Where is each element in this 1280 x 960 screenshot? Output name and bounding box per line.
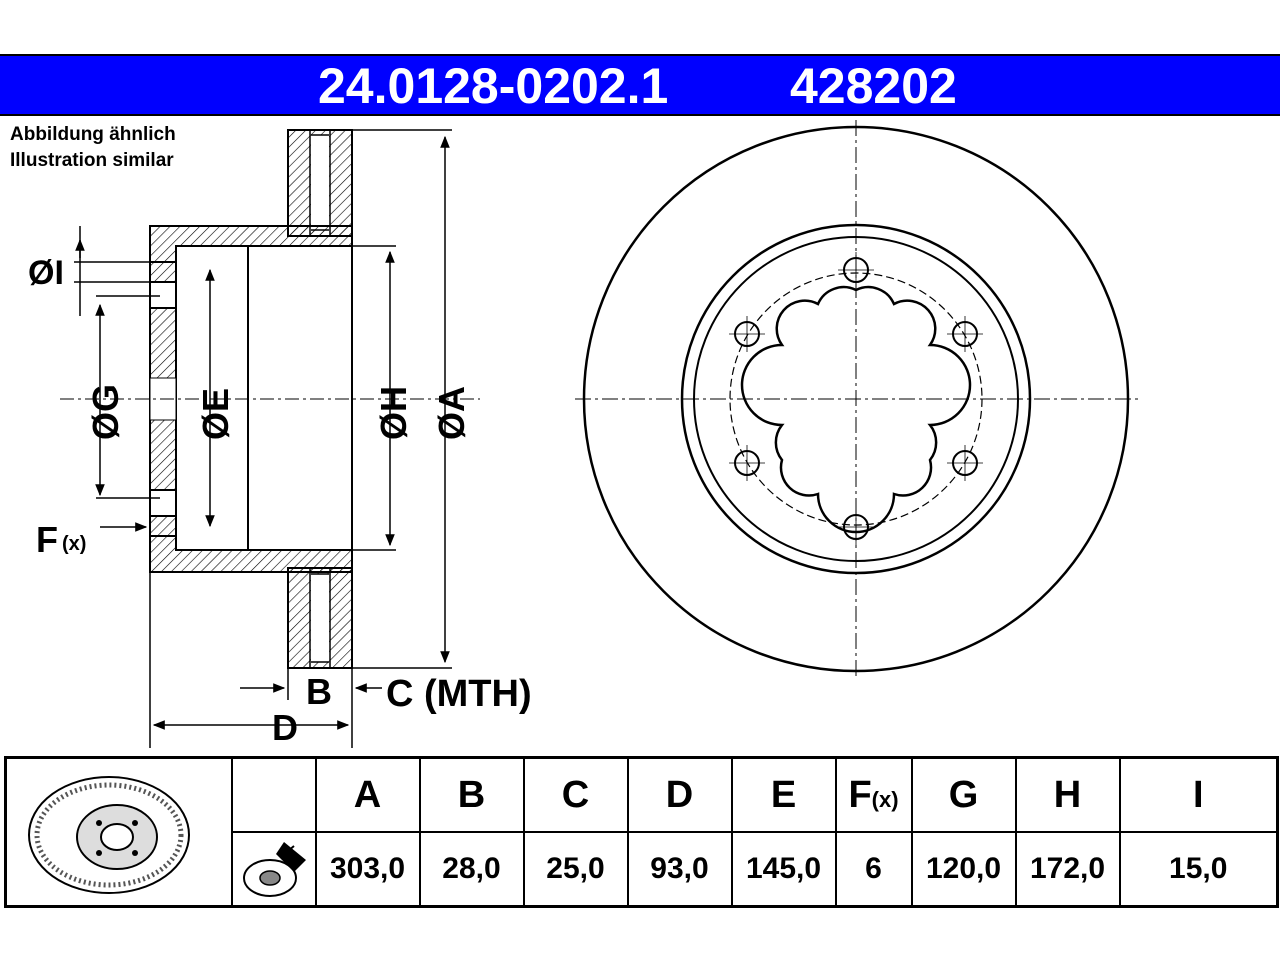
col-header-d: D [626, 756, 733, 833]
value-a: 303,0 [314, 831, 421, 908]
disc-thumbnail-cell [4, 756, 233, 908]
col-header-g: G [910, 756, 1017, 833]
spacer-cell [231, 756, 317, 832]
reference-number: 428202 [790, 58, 957, 114]
label-dia-a: ØA [431, 386, 472, 440]
illustration-note: Abbildung ähnlich Illustration similar [10, 122, 176, 174]
value-g: 120,0 [910, 831, 1017, 908]
value-i: 15,0 [1118, 831, 1279, 908]
brake-disc-icon [27, 775, 190, 894]
value-h: 172,0 [1014, 831, 1121, 908]
side-section-view [149, 129, 353, 669]
title-bar: 24.0128-0202.1 428202 [0, 54, 1280, 116]
caption-english: Illustration similar [10, 150, 174, 171]
col-header-f-letter: F [848, 773, 872, 816]
value-f: 6 [834, 831, 913, 908]
value-d: 93,0 [626, 831, 733, 908]
part-number: 24.0128-0202.1 [318, 58, 669, 114]
col-header-a: A [314, 756, 421, 833]
dimension-lines [74, 129, 452, 748]
caption-german: Abbildung ähnlich [10, 124, 176, 145]
label-f-sub: (x) [62, 533, 86, 555]
label-f: F [36, 519, 58, 560]
label-dia-i: ØI [28, 254, 64, 292]
col-header-f: F(x) [834, 756, 913, 833]
col-header-b: B [418, 756, 525, 833]
value-b: 28,0 [418, 831, 525, 908]
dimension-label-group: ØI ØG ØE ØH ØA F (x) B C (MTH) D [28, 254, 532, 748]
torque-icon-cell [230, 831, 317, 908]
value-e: 145,0 [730, 831, 837, 908]
col-header-c: C [522, 756, 629, 833]
caliper-bolt-icon [242, 841, 306, 897]
col-header-e: E [730, 756, 837, 833]
hat-inner-edge [693, 236, 1019, 562]
hat-outer-edge [680, 223, 1032, 575]
spec-table: A B C D E F(x) G H I 303,0 28,0 25,0 93,… [4, 756, 1279, 908]
label-b: B [306, 671, 332, 712]
value-c: 25,0 [522, 831, 629, 908]
label-d: D [272, 707, 298, 748]
disc-outer-edge [582, 125, 1130, 673]
col-header-f-sub: (x) [871, 786, 899, 812]
col-header-i: I [1118, 756, 1279, 833]
col-header-h: H [1014, 756, 1121, 833]
label-dia-e: ØE [195, 388, 236, 440]
label-dia-h: ØH [373, 386, 414, 440]
front-view [575, 120, 1140, 680]
label-dia-g: ØG [85, 384, 126, 440]
label-c: C (MTH) [386, 673, 532, 715]
